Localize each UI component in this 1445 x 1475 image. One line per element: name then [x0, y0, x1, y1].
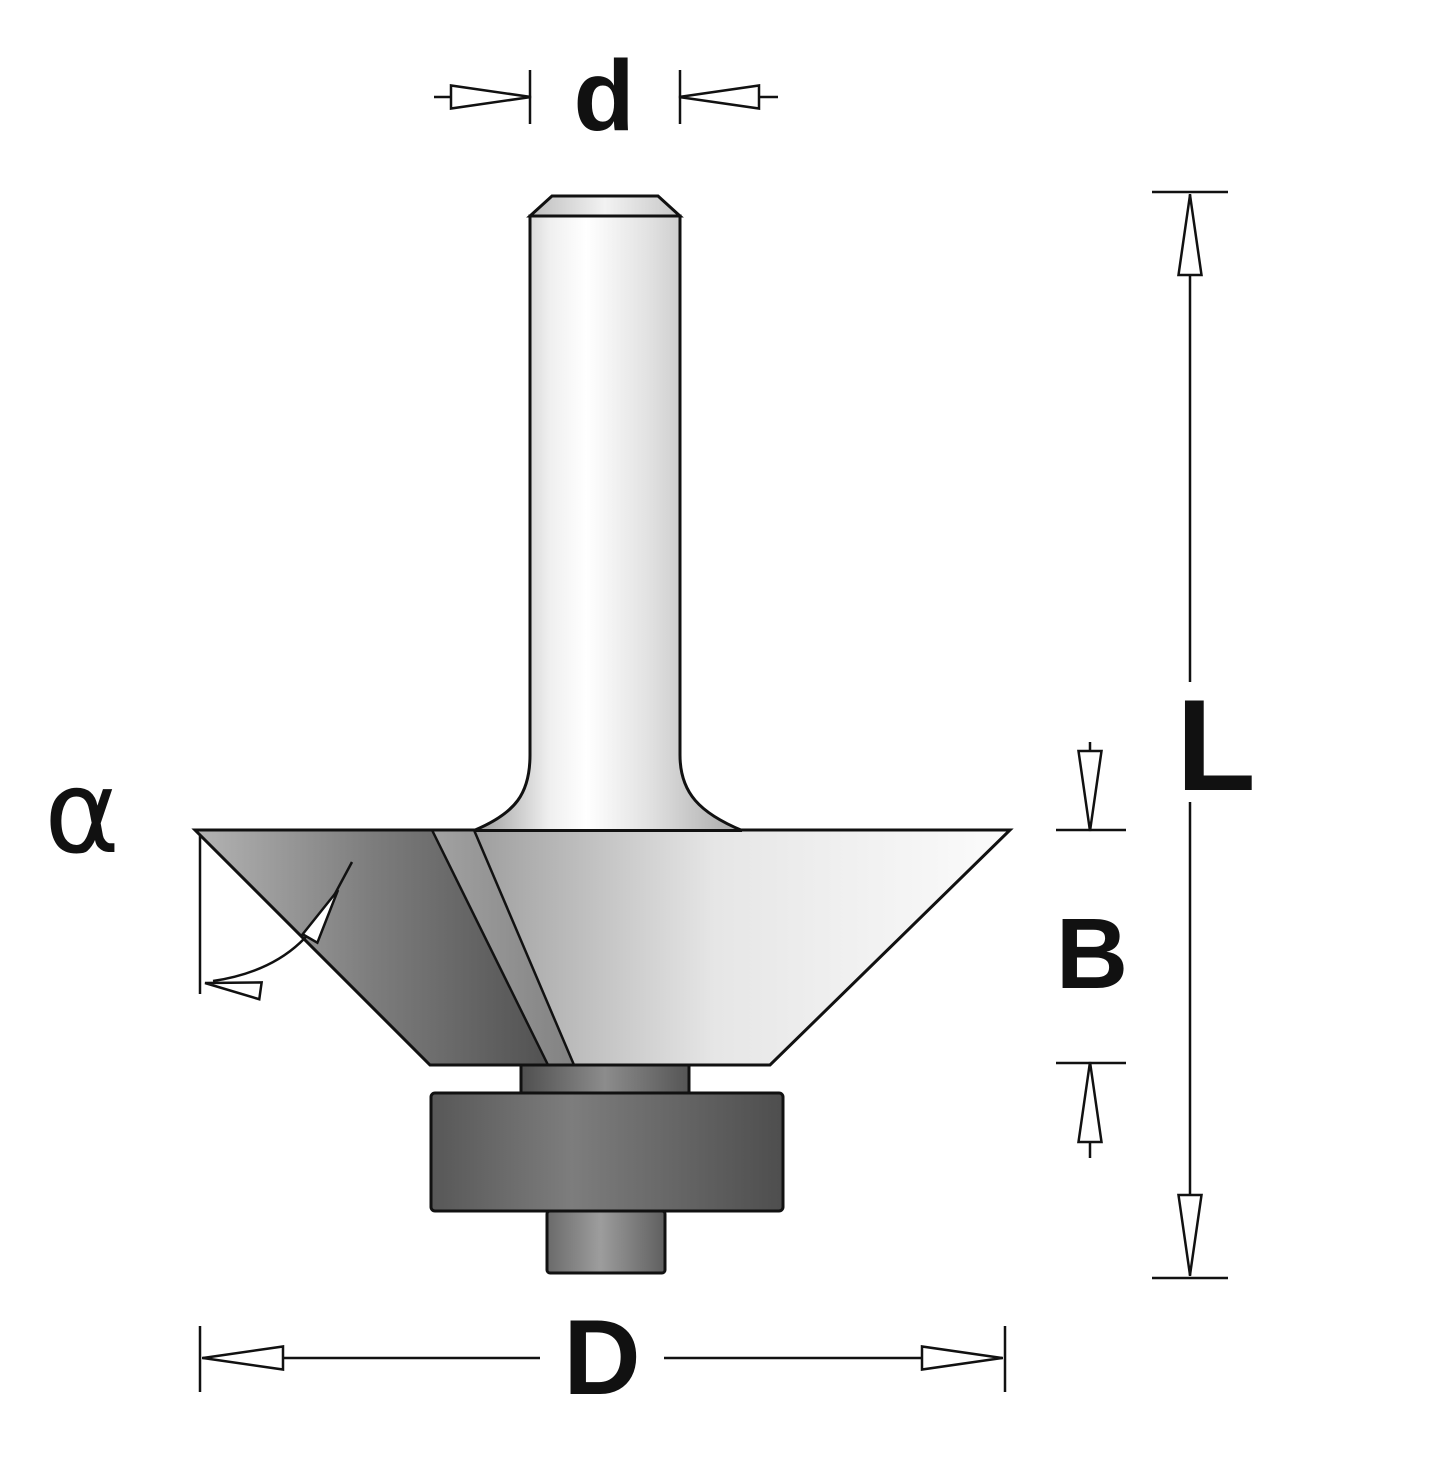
label-overall-length: L: [1176, 672, 1255, 818]
bearing-neck: [519, 1063, 691, 1095]
arrowhead-icon: [677, 84, 761, 110]
angle-annotation: α: [44, 746, 354, 1001]
arrowhead-icon: [920, 1345, 1004, 1371]
label-cutting-edge-length: B: [1056, 898, 1128, 1010]
shank-body: [473, 214, 743, 832]
label-backing: [1174, 682, 1260, 802]
shank-top-chamfer: [526, 194, 684, 218]
arrowhead-icon: [1077, 1060, 1103, 1144]
dimension-d: d: [434, 40, 778, 152]
arrowhead-icon: [1177, 193, 1203, 277]
arrowhead-icon: [1077, 749, 1103, 833]
flute-edge-line: [472, 829, 576, 1066]
label-shank-diameter: d: [573, 40, 634, 152]
dimension-D: D: [198, 1297, 1007, 1417]
cutter-face-right: [474, 830, 1010, 1065]
label-cutting-diameter: D: [563, 1297, 640, 1417]
label-angle: α: [44, 746, 120, 880]
label-backing: [540, 1306, 664, 1410]
pilot-bearing-assembly: [429, 1063, 785, 1275]
arrowhead-icon: [201, 1345, 285, 1371]
dimension-L: L: [1152, 190, 1260, 1280]
cutter-head: [191, 828, 1014, 1067]
flute-edge-line: [430, 829, 550, 1066]
shank: [473, 194, 743, 832]
bearing-stub: [545, 1209, 667, 1275]
cutter-face-flute: [432, 830, 574, 1065]
dimension-B: B: [1056, 742, 1128, 1158]
arrowhead-icon: [449, 84, 533, 110]
pilot-bearing: [429, 1091, 785, 1213]
arrowhead-icon: [1177, 1193, 1203, 1277]
